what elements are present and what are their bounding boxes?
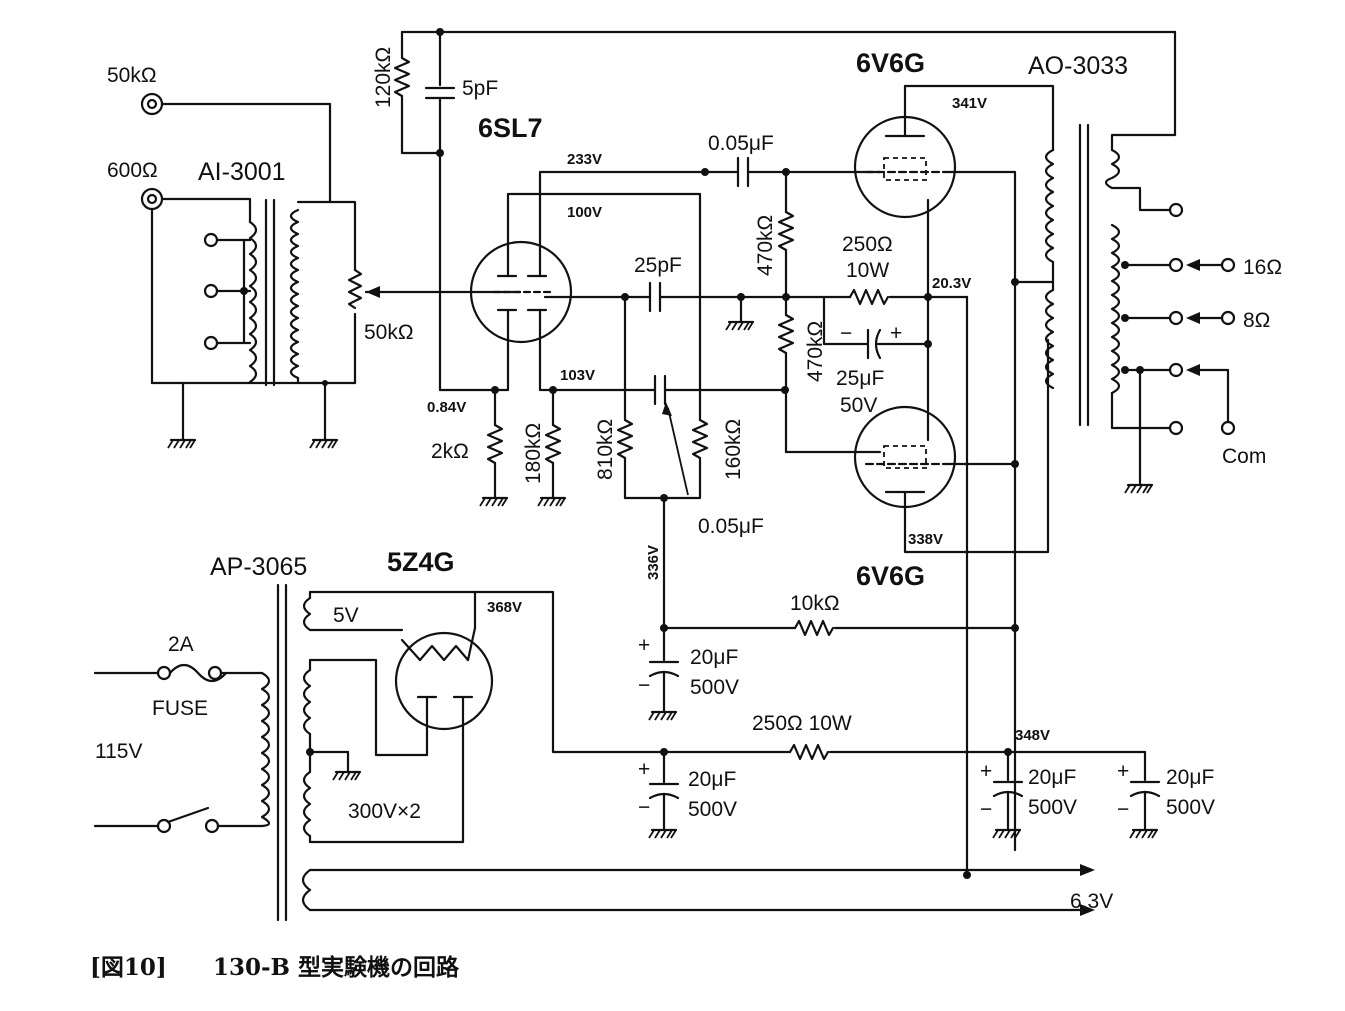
c-cathode-label: 25μF [836,367,884,390]
c-filter-v-label: 500V [688,798,737,821]
input-transformer-label: AI-3001 [198,158,286,186]
c-filter-v-label: 500V [1166,796,1215,819]
tube-5z4g-icon [394,631,494,731]
c-filter-label: 20μF [1166,766,1214,789]
tube-6v6-top-label: 6V6G [856,48,925,78]
rect-heater-label: 5V [333,604,359,627]
tap-16-terminal-icon[interactable] [1168,257,1184,273]
tap-8-label: 8Ω [1243,309,1270,332]
cap-plus-icon: + [890,322,902,345]
cap-plus-icon: + [638,758,650,781]
r-160k-label: 160kΩ [722,419,745,480]
power-supply: AP-3065 5Z4G 2A FUSE 115V 5V [93,547,1215,922]
fuse-rating-label: 2A [168,633,194,656]
tap-8-terminal-icon[interactable] [1168,310,1184,326]
v-100-label: 100V [567,204,602,221]
output-stage: 6V6G 341V 6V6G 338V [853,48,1055,877]
cap-minus-icon: − [840,322,852,345]
v-084-label: 0.84V [427,399,466,416]
output-transformer-label: AO-3033 [1028,52,1128,80]
r-feedback-label: 120kΩ [372,47,395,108]
r-cathode-w-label: 10W [846,259,889,282]
r-grid-bot-label: 470kΩ [804,321,827,382]
tube-5z4g-label: 5Z4G [387,547,455,577]
figure-number: [図10] [90,954,167,981]
v-233-label: 233V [567,151,602,168]
c-25p-label: 25pF [634,254,682,277]
power-switch-icon[interactable] [166,806,210,824]
jack-50k-icon[interactable] [140,92,164,116]
jack-600-label: 600Ω [107,159,158,182]
v-103-label: 103V [560,367,595,384]
power-transformer-label: AP-3065 [210,553,307,581]
figure-title: 130-B 型実験機の回路 [213,954,460,981]
r-10k-label: 10kΩ [790,592,840,615]
c-filter-label: 20μF [690,646,738,669]
cap-plus-icon: + [1117,760,1129,783]
r-cathode-label: 250Ω [842,233,893,256]
cap-minus-icon: − [638,674,650,697]
mains-label: 115V [95,740,143,763]
tube-6v6-bottom-label: 6V6G [856,561,925,591]
c-coupling-top-label: 0.05μF [708,132,774,155]
tube-6sl7-icon [469,240,573,344]
r-2k-label: 2kΩ [431,440,469,463]
c-coupling-bot-label: 0.05μF [698,515,764,538]
output-transformer: 16Ω 8Ω Com AO-3033 [1028,30,1282,495]
jack-50k-label: 50kΩ [107,64,157,87]
fuse-label: FUSE [152,697,208,720]
c-feedback-label: 5pF [462,77,498,100]
input-section: 50kΩ 600Ω 50kΩ AI-3001 [107,64,414,450]
v-368-label: 368V [487,599,522,616]
r-grid-top-label: 470kΩ [754,215,777,276]
heater-label: 6.3V [1070,890,1113,913]
cap-plus-icon: + [980,760,992,783]
c-filter-v-label: 500V [1028,796,1077,819]
r-250-10w-label: 250Ω 10W [752,712,852,735]
v-341-label: 341V [952,95,987,112]
tube-6sl7-label: 6SL7 [478,113,543,143]
c-filter-label: 20μF [688,768,736,791]
c-filter-label: 20μF [1028,766,1076,789]
v-203-label: 20.3V [932,275,971,292]
tap-terminal-icon[interactable] [1168,202,1184,218]
tap-com-terminal-icon[interactable] [1168,362,1184,378]
tap-com-label: Com [1222,445,1266,468]
cap-minus-icon: − [638,796,650,819]
r-180k-label: 180kΩ [522,423,545,484]
r-810k-label: 810kΩ [594,419,617,480]
pot-label: 50kΩ [364,321,414,344]
cap-minus-icon: − [980,798,992,821]
v-348-label: 348V [1015,727,1050,744]
hv-winding-label: 300V×2 [348,800,421,823]
jack-600-icon[interactable] [140,187,164,211]
driver-stage: 6SL7 120kΩ 5pF 2kΩ 180kΩ [364,28,1177,630]
cap-plus-icon: + [638,634,650,657]
tap-16-label: 16Ω [1243,256,1282,279]
c-filter-v-label: 500V [690,676,739,699]
tap-terminal-icon[interactable] [1168,420,1184,436]
v-336-label: 336V [645,545,662,580]
c-cathode-v-label: 50V [840,394,877,417]
v-338-label: 338V [908,531,943,548]
cap-minus-icon: − [1117,798,1129,821]
